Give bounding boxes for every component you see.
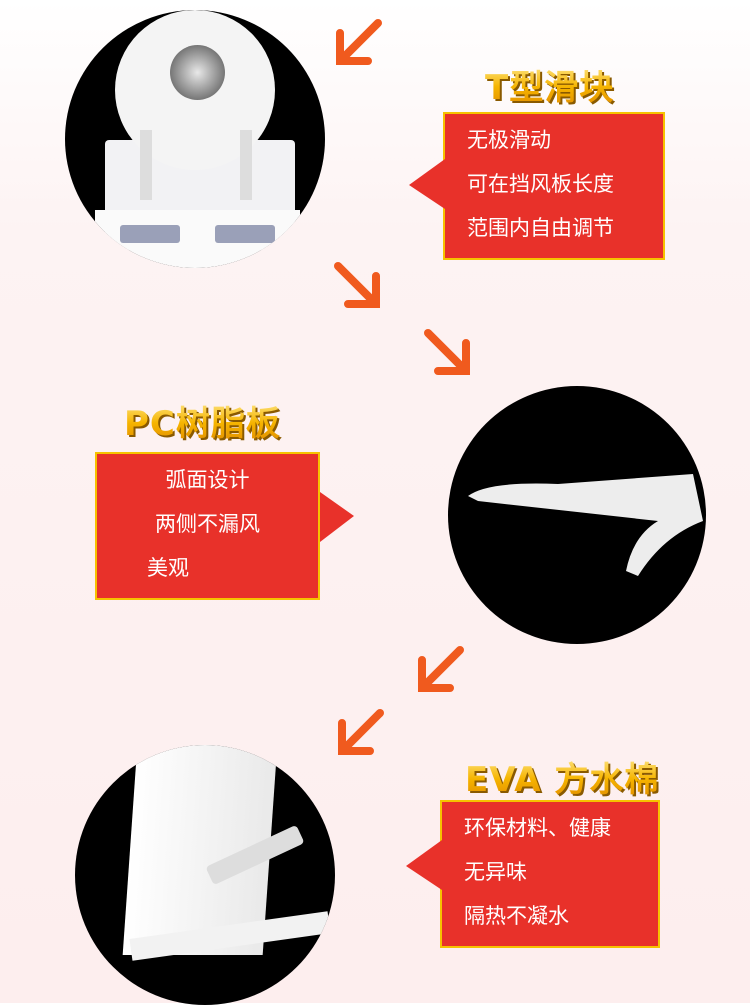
arrow-down-left-icon [336, 19, 382, 65]
feature-line: 环保材料、健康 [464, 816, 611, 840]
feature-line: 可在挡风板长度 [467, 172, 614, 196]
feature-line: 无异味 [464, 860, 527, 884]
callout-t-slider: 无极滑动 可在挡风板长度 范围内自由调节 [409, 112, 665, 260]
feature-line: 无极滑动 [467, 128, 551, 152]
curved-board-shape [468, 474, 703, 576]
callout-pc-board: 弧面设计 两侧不漏风 美观 [95, 452, 354, 600]
eva-foam-photo [75, 745, 335, 1005]
feature-line: 隔热不凝水 [464, 904, 569, 928]
feature-line: 美观 [147, 556, 189, 580]
slider-rib [240, 130, 252, 200]
callout-pointer [320, 492, 354, 542]
arrow-down-right-icon [424, 329, 470, 375]
callout-eva-foam: 环保材料、健康 无异味 隔热不凝水 [406, 800, 660, 948]
slider-slot [120, 225, 180, 243]
pc-board-photo [448, 386, 706, 644]
t-slider-photo [65, 10, 325, 268]
callout-pointer [406, 840, 442, 890]
arrow-down-left-icon [418, 646, 464, 692]
section-title-eva-foam: EVA 方水棉 [465, 752, 659, 801]
screw-icon [170, 45, 225, 100]
arrow-down-left-icon [338, 709, 384, 755]
callout-pointer [409, 159, 445, 209]
feature-line: 弧面设计 [165, 468, 250, 492]
arrow-down-right-icon [334, 262, 380, 308]
slider-rib [140, 130, 152, 200]
feature-line: 范围内自由调节 [467, 216, 614, 240]
feature-line: 两侧不漏风 [155, 512, 260, 536]
section-title-pc-board: PC树脂板 [124, 396, 281, 445]
slider-slot [215, 225, 275, 243]
section-title-t-slider: T型滑块 [485, 60, 614, 109]
